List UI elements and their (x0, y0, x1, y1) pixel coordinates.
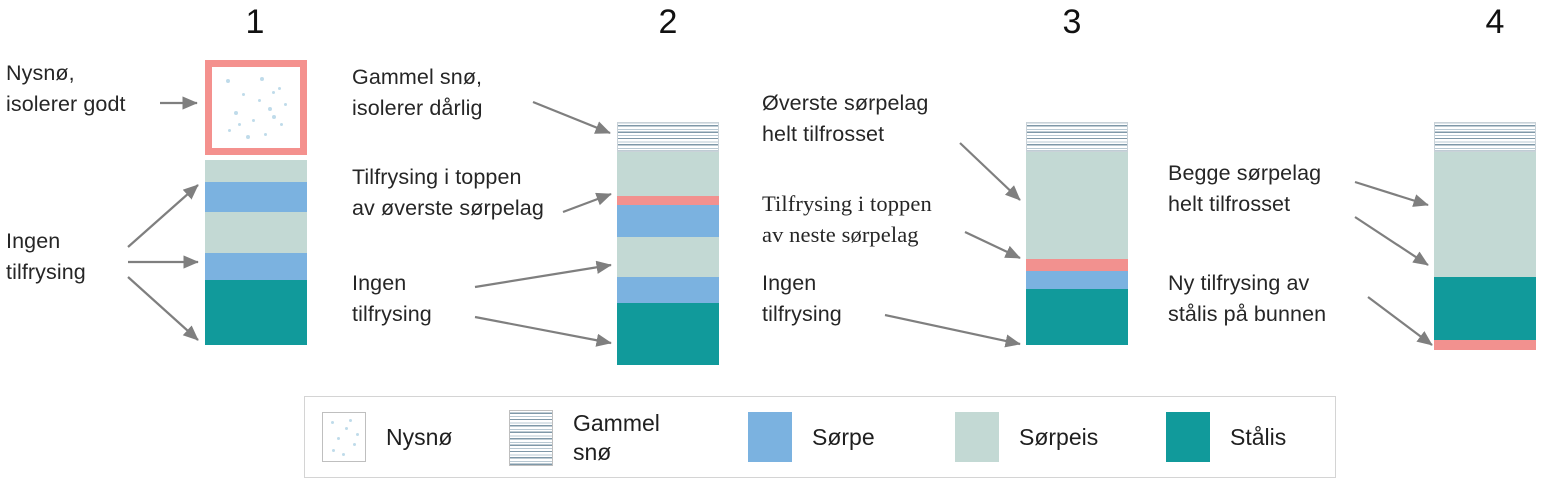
layer-sorpeis-middle (205, 212, 307, 253)
layer-gammel-sno (1434, 122, 1536, 152)
layer-frozen-crust (1026, 259, 1128, 271)
annotation-tilfrysing-neste-sorpelag: Tilfrysing i toppen av neste sørpelag (762, 191, 932, 247)
sorpeis-swatch-icon (955, 412, 999, 462)
layer-stalis (617, 303, 719, 365)
layer-nysno (205, 60, 307, 155)
annotation-ingen-tilfrysing-2: Ingen tilfrysing (352, 271, 432, 326)
arrow-tilfrysing-toppen-2 (562, 192, 612, 214)
legend-label-gammel-sno: Gammel snø (573, 410, 660, 465)
snow-profile-column-2 (617, 122, 719, 365)
legend-item-nysno: Nysnø (322, 412, 452, 462)
snow-profile-column-1 (205, 60, 307, 345)
layer-sorpeis-upper (205, 160, 307, 182)
arrow-ingen-tilfrysing-2a (474, 260, 612, 289)
arrow-ingen-tilfrysing-1a (127, 184, 199, 248)
snow-profile-column-4 (1434, 122, 1536, 350)
gammel-sno-swatch-icon (509, 410, 553, 466)
legend-item-sorpe: Sørpe (748, 412, 875, 462)
layer-sorpe-upper (617, 205, 719, 237)
layer-gammel-sno (617, 122, 719, 152)
annotation-ingen-tilfrysing-3: Ingen tilfrysing (762, 271, 842, 326)
legend-item-gammel-sno: Gammel snø (509, 409, 660, 467)
snow-profile-column-3 (1026, 122, 1128, 345)
layer-sorpeis-thick (1026, 152, 1128, 259)
legend-label-sorpe: Sørpe (812, 423, 875, 450)
layer-sorpeis-middle (617, 237, 719, 277)
stalis-swatch-icon (1166, 412, 1210, 462)
legend-item-sorpeis: Sørpeis (955, 412, 1098, 462)
sorpe-swatch-icon (748, 412, 792, 462)
arrow-ingen-tilfrysing-3 (884, 313, 1021, 348)
legend-label-stalis: Stålis (1230, 423, 1287, 450)
layer-sorpeis-thick (1434, 152, 1536, 277)
layer-stalis (205, 280, 307, 345)
arrow-ny-tilfrysing-stalis (1367, 296, 1433, 346)
column-number-1: 1 (245, 3, 265, 41)
column-number-4: 4 (1485, 3, 1505, 41)
column-number-2: 2 (658, 3, 678, 41)
layer-stalis (1434, 277, 1536, 340)
nysno-swatch-icon (322, 412, 366, 462)
annotation-ny-tilfrysing-stalis: Ny tilfrysing av stålis på bunnen (1168, 271, 1327, 326)
arrow-ingen-tilfrysing-2b (474, 315, 612, 347)
layer-sorpe-upper (205, 182, 307, 212)
legend-label-nysno: Nysnø (386, 423, 453, 450)
layer-sorpe-lower (205, 253, 307, 280)
legend-label-sorpeis: Sørpeis (1019, 423, 1099, 450)
layer-frozen-crust (617, 196, 719, 205)
layer-gammel-sno (1026, 122, 1128, 152)
column-number-3: 3 (1062, 3, 1082, 41)
arrow-begge-tilfrosset-b (1354, 216, 1429, 266)
annotation-gammel-sno-isolerer-darlig: Gammel snø, isolerer dårlig (352, 65, 483, 120)
annotation-tilfrysing-toppen-overste: Tilfrysing i toppen av øverste sørpelag (352, 165, 544, 220)
annotation-begge-sorpelag-tilfrosset: Begge sørpelag helt tilfrosset (1168, 161, 1322, 216)
layer-sorpe-lower (617, 277, 719, 303)
annotation-ingen-tilfrysing-1: Ingen tilfrysing (6, 229, 86, 284)
legend-item-stalis: Stålis (1166, 412, 1286, 462)
layer-new-stalis-bottom (1434, 340, 1536, 350)
layer-sorpeis-upper (617, 152, 719, 196)
annotation-nysno-isolerer-godt: Nysnø, isolerer godt (6, 61, 126, 116)
layer-stalis (1026, 289, 1128, 345)
arrow-ingen-tilfrysing-1c (127, 276, 199, 341)
layer-sorpe (1026, 271, 1128, 289)
annotation-overste-sorpelag-tilfrosset: Øverste sørpelag helt tilfrosset (762, 91, 929, 146)
legend: Nysnø Gammel snø Sørpe Sørpeis Stålis (304, 396, 1336, 478)
